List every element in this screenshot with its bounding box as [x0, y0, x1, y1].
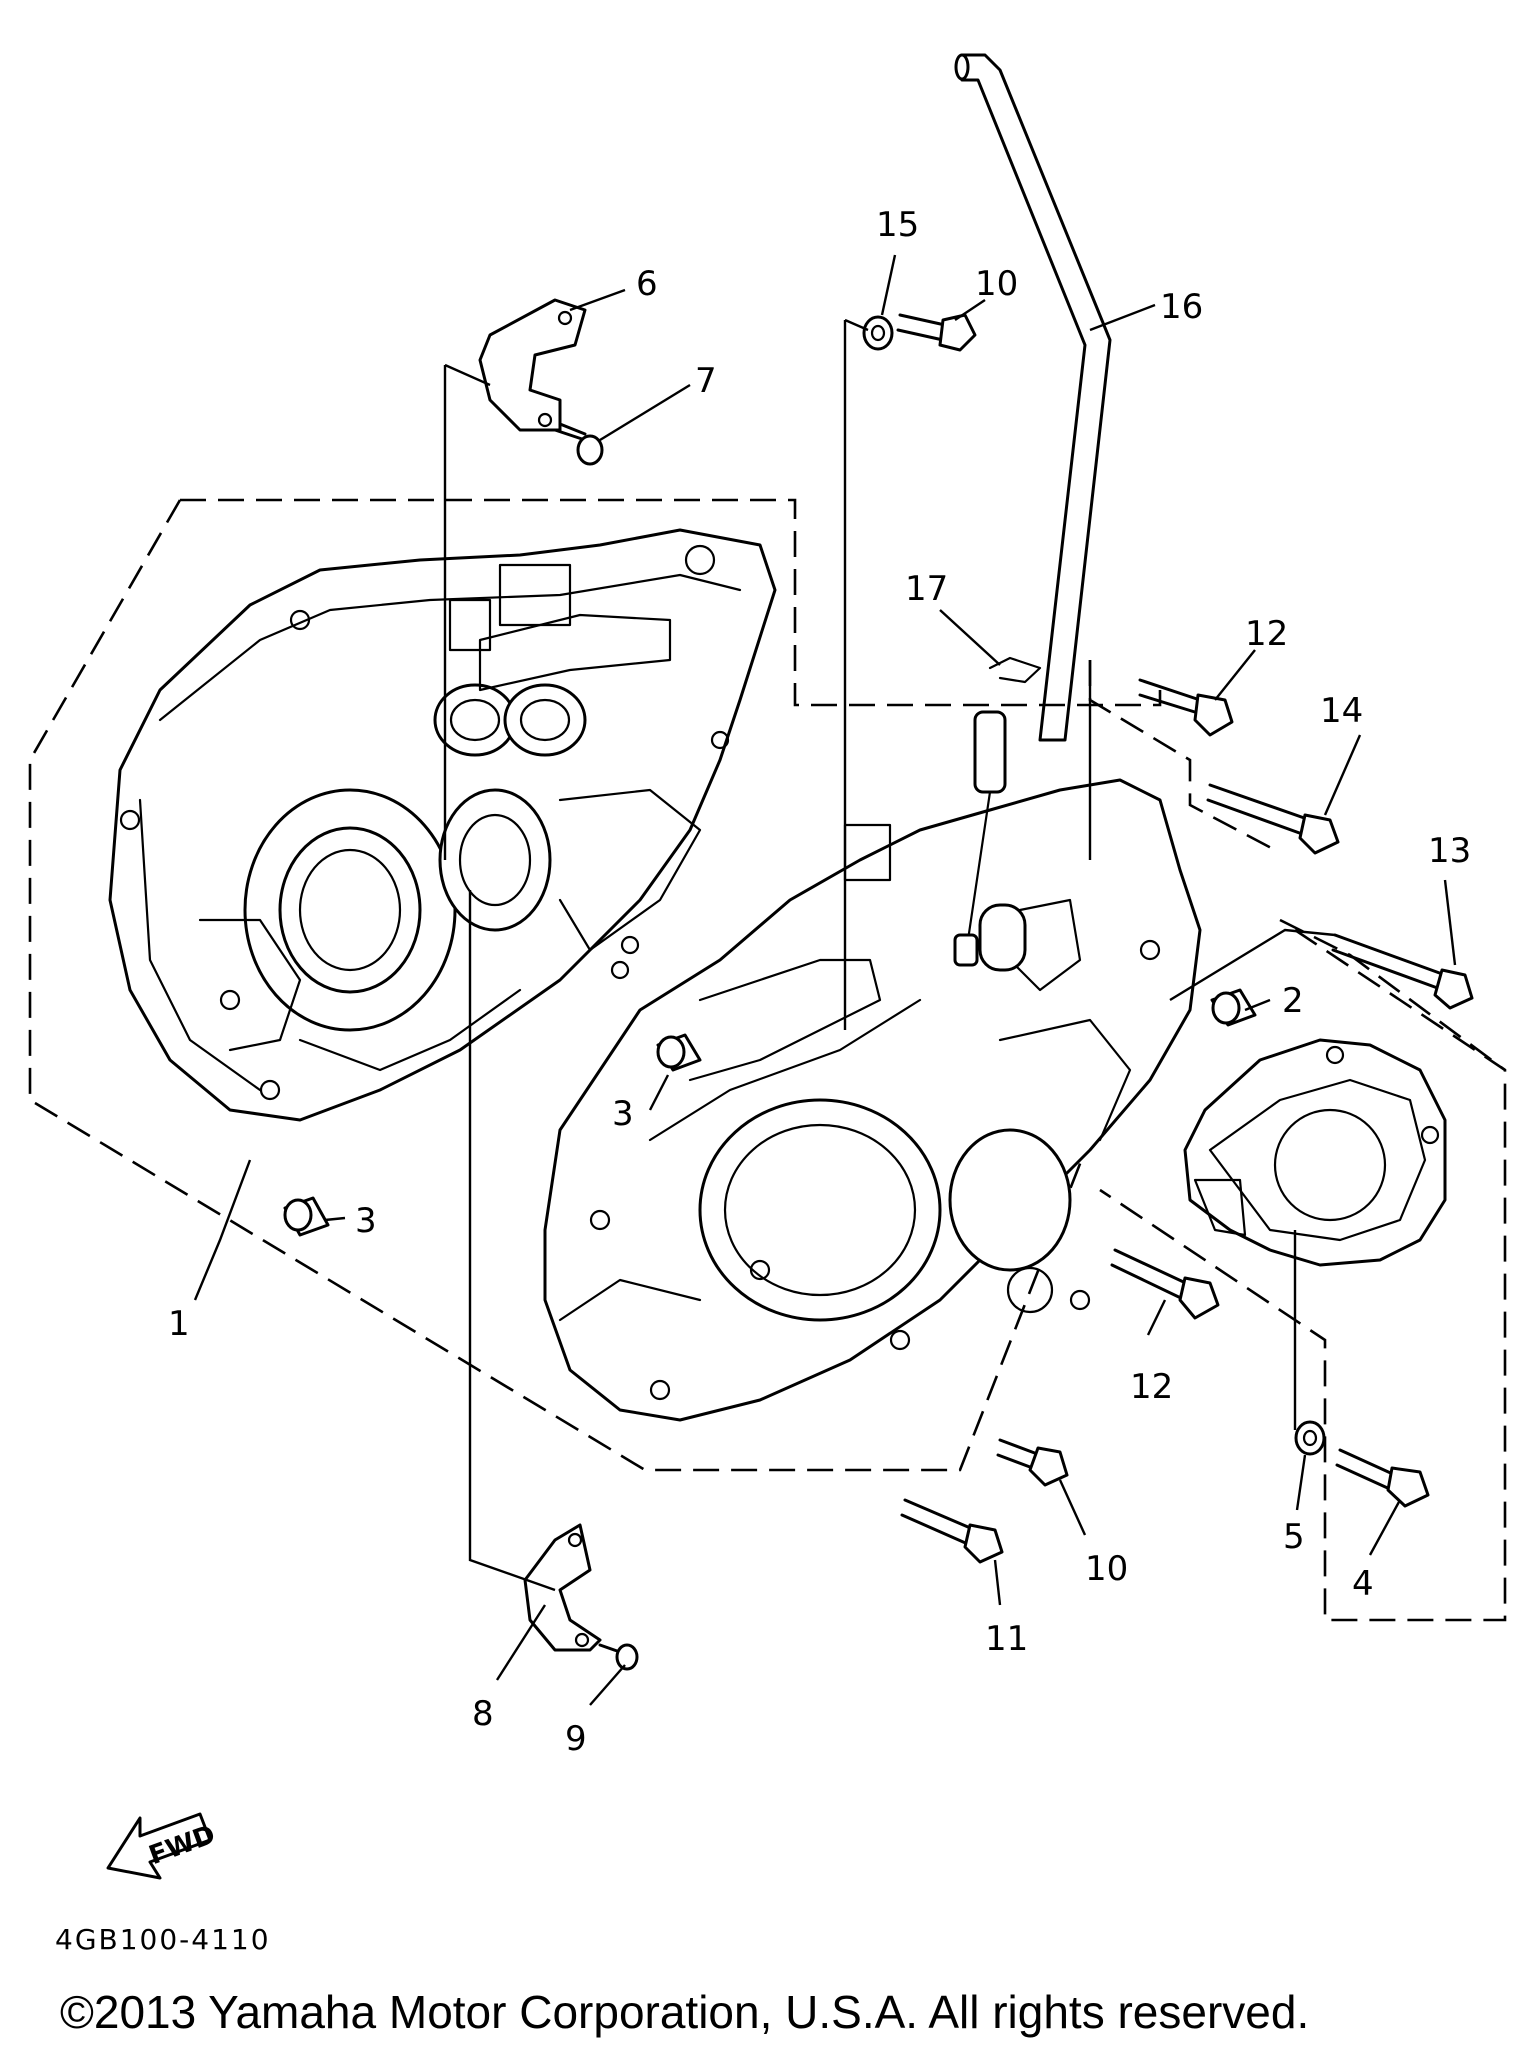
leader-8 [495, 1604, 547, 1681]
callout-4: 4 [1352, 1564, 1374, 1604]
alignment-line-bolt-10 [843, 318, 869, 1030]
bolt-7 [553, 422, 604, 466]
callout-14: 14 [1320, 691, 1363, 731]
callout-15: 15 [876, 205, 919, 245]
plate-8 [523, 1523, 602, 1652]
bolt-14 [1206, 783, 1340, 855]
dowel-pin-2 [1210, 988, 1257, 1027]
callout-12a: 12 [1245, 614, 1288, 654]
right-crankcase [543, 778, 1202, 1422]
alignment-line-cover-13 [1169, 928, 1336, 1002]
callout-5: 5 [1283, 1517, 1305, 1557]
leader-2 [1244, 998, 1271, 1012]
leader-17 [939, 609, 1001, 666]
diagram-code: 4GB100-4110 [55, 1923, 271, 1956]
callout-3b: 3 [355, 1201, 377, 1241]
bolt-11 [900, 1498, 1004, 1564]
leader-12a [1214, 649, 1256, 701]
fwd-arrow-icon: FWD [106, 1812, 219, 1880]
bolt-9 [598, 1643, 639, 1671]
leader-4 [1368, 1499, 1402, 1556]
leader-13 [1443, 879, 1457, 966]
callout-10b: 10 [1085, 1549, 1128, 1589]
leader-11 [993, 1559, 1002, 1606]
callout-1: 1 [168, 1304, 190, 1344]
leader-3a [648, 1074, 670, 1111]
callout-6: 6 [636, 264, 658, 304]
right-crankcase-group-outline [1088, 660, 1507, 1622]
washer-5 [1294, 1420, 1326, 1456]
bolt-12-upper [1138, 678, 1234, 737]
alignment-line-plate-6 [443, 363, 491, 860]
leader-10b [1058, 1479, 1087, 1536]
leader-9 [589, 1664, 626, 1706]
callout-8: 8 [472, 1694, 494, 1734]
bolt-13 [1331, 933, 1474, 1010]
leader-7 [599, 383, 691, 442]
bolt-10-lower [996, 1438, 1069, 1487]
leader-16 [1089, 303, 1156, 332]
left-crankcase [108, 528, 777, 1122]
callout-13: 13 [1428, 831, 1471, 871]
leader-14 [1323, 734, 1362, 816]
crankcase-cover [1183, 1038, 1447, 1267]
callout-12b: 12 [1130, 1367, 1173, 1407]
bolt-4 [1335, 1448, 1430, 1508]
leader-12b [1146, 1299, 1167, 1336]
callout-17: 17 [905, 569, 948, 609]
callout-10a: 10 [975, 264, 1018, 304]
callout-11: 11 [985, 1619, 1028, 1659]
leader-10a [954, 299, 986, 321]
leader-5 [1295, 1454, 1307, 1511]
callout-2: 2 [1282, 981, 1304, 1021]
copyright-notice: ©2013 Yamaha Motor Corporation, U.S.A. A… [60, 1986, 1310, 2038]
leader-3b [324, 1216, 346, 1222]
dowel-pin-3-upper [656, 1033, 702, 1072]
breather-hose-16 [954, 53, 1112, 742]
hose-clip-17 [988, 656, 1042, 684]
plate-6 [478, 298, 587, 432]
leader-1 [193, 1159, 252, 1301]
leader-15 [880, 254, 897, 316]
callout-7: 7 [695, 361, 717, 401]
bolt-12-lower [1110, 1248, 1220, 1320]
callout-9: 9 [565, 1719, 587, 1759]
dowel-pin-3-lower [283, 1196, 330, 1237]
hose-union [953, 710, 1007, 967]
callout-3a: 3 [612, 1094, 634, 1134]
callout-16: 16 [1160, 287, 1203, 327]
bolt-10-upper [896, 313, 977, 352]
alignment-line-plate-8 [468, 890, 556, 1592]
washer-15 [862, 315, 894, 351]
leader-6 [569, 288, 626, 312]
